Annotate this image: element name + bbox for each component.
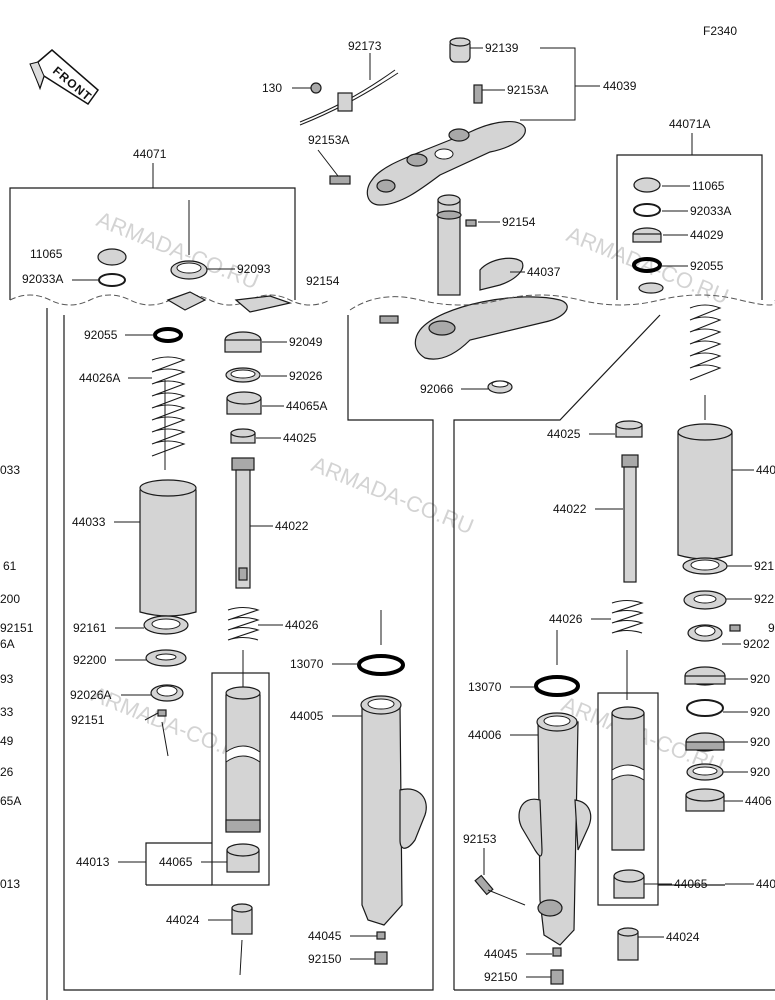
label-left-92033A: 92033A bbox=[22, 272, 63, 286]
label-44071A: 44071A bbox=[669, 117, 710, 131]
label-92173: 92173 bbox=[348, 39, 382, 53]
label-right-44024: 44024 bbox=[666, 930, 700, 944]
label-left-92161: 92161 bbox=[73, 621, 107, 635]
label-92153A-top: 92153A bbox=[507, 83, 548, 97]
top-labels: 92173 92139 130 92153A 44039 92153A 4407… bbox=[133, 39, 710, 396]
lower-bracket-assembly bbox=[379, 194, 568, 394]
edge-label-033: 033 bbox=[0, 463, 20, 477]
diagram-code: F2340 bbox=[703, 24, 737, 38]
edge-label-r-920b: 920 bbox=[750, 705, 770, 719]
label-right-44026: 44026 bbox=[549, 612, 583, 626]
label-44037: 44037 bbox=[527, 265, 561, 279]
label-left-92026: 92026 bbox=[289, 369, 323, 383]
label-right-44045: 44045 bbox=[484, 947, 518, 961]
label-right-92153: 92153 bbox=[463, 832, 497, 846]
edge-label-r-922: 922 bbox=[754, 592, 774, 606]
label-right-44006: 44006 bbox=[468, 728, 502, 742]
label-right-13070: 13070 bbox=[468, 680, 502, 694]
edge-label-r-920c: 920 bbox=[750, 735, 770, 749]
label-right-44029: 44029 bbox=[690, 228, 724, 242]
upper-bracket-assembly bbox=[292, 37, 526, 206]
edge-label-6A: 6A bbox=[0, 637, 15, 651]
edge-label-49: 49 bbox=[0, 734, 14, 748]
label-right-44025: 44025 bbox=[547, 427, 581, 441]
label-right-92150: 92150 bbox=[484, 970, 518, 984]
left-labels: 11065 92033A 92093 92055 92049 44026A 92… bbox=[22, 247, 377, 966]
label-44071: 44071 bbox=[133, 147, 167, 161]
label-left-13070: 13070 bbox=[290, 657, 324, 671]
label-left-44065A: 44065A bbox=[286, 399, 327, 413]
label-left-44065: 44065 bbox=[159, 855, 193, 869]
edge-label-r-920d: 920 bbox=[750, 765, 770, 779]
label-left-44026A: 44026A bbox=[79, 371, 120, 385]
right-labels: 11065 92033A 44029 92055 44025 44022 440… bbox=[463, 179, 731, 984]
label-left-44026: 44026 bbox=[285, 618, 319, 632]
edge-label-65A: 65A bbox=[0, 794, 21, 808]
label-130: 130 bbox=[262, 81, 282, 95]
edge-label-r-4406: 4406 bbox=[745, 794, 772, 808]
edge-label-r-921: 921 bbox=[754, 559, 774, 573]
label-left-92151: 92151 bbox=[71, 713, 105, 727]
front-arrow-icon: FRONT bbox=[29, 49, 100, 106]
edge-label-r-440b: 440 bbox=[756, 877, 775, 891]
label-left-92093: 92093 bbox=[237, 262, 271, 276]
left-edge-labels: 033 61 200 92151 6A 93 33 49 26 65A 013 bbox=[0, 463, 34, 891]
watermark-3: ARMADA-CO.RU bbox=[308, 451, 477, 539]
label-right-92033A: 92033A bbox=[690, 204, 731, 218]
edge-label-r-9202: 9202 bbox=[743, 637, 770, 651]
label-right-92055: 92055 bbox=[690, 259, 724, 273]
edge-label-26: 26 bbox=[0, 765, 14, 779]
label-left-44045: 44045 bbox=[308, 929, 342, 943]
label-left-92150: 92150 bbox=[308, 952, 342, 966]
label-right-44022: 44022 bbox=[553, 502, 587, 516]
label-92154-mid: 92154 bbox=[502, 215, 536, 229]
label-92154-left: 92154 bbox=[306, 274, 340, 288]
label-left-92049: 92049 bbox=[289, 335, 323, 349]
label-92066: 92066 bbox=[420, 382, 454, 396]
edge-label-r-440: 440 bbox=[756, 463, 775, 477]
label-left-44024: 44024 bbox=[166, 913, 200, 927]
left-spring-44026A bbox=[151, 356, 186, 470]
edge-label-33: 33 bbox=[0, 705, 14, 719]
label-right-11065: 11065 bbox=[692, 179, 725, 193]
label-left-92026A: 92026A bbox=[70, 688, 111, 702]
label-left-44022: 44022 bbox=[275, 519, 309, 533]
edge-label-93: 93 bbox=[0, 672, 14, 686]
right-fork-parts bbox=[474, 177, 741, 985]
right-edge-labels: 440 921 922 9 9202 920 920 920 920 4406 … bbox=[722, 463, 775, 891]
label-44039: 44039 bbox=[603, 79, 637, 93]
label-92153A-left: 92153A bbox=[308, 133, 349, 147]
edge-label-200: 200 bbox=[0, 592, 20, 606]
frames bbox=[9, 133, 775, 1000]
edge-label-013: 013 bbox=[0, 877, 20, 891]
label-92139: 92139 bbox=[485, 41, 519, 55]
label-left-92200: 92200 bbox=[73, 653, 107, 667]
label-left-44025: 44025 bbox=[283, 431, 317, 445]
label-left-92055: 92055 bbox=[84, 328, 118, 342]
left-fork-parts bbox=[97, 200, 427, 976]
label-left-44013: 44013 bbox=[76, 855, 110, 869]
edge-label-r-920a: 920 bbox=[750, 672, 770, 686]
label-left-44033: 44033 bbox=[72, 515, 106, 529]
label-left-11065: 11065 bbox=[30, 247, 63, 261]
edge-label-92151: 92151 bbox=[0, 621, 34, 635]
edge-label-61: 61 bbox=[3, 559, 17, 573]
label-left-44005: 44005 bbox=[290, 709, 324, 723]
edge-label-r-9: 9 bbox=[768, 621, 775, 635]
label-right-44065: 44065 bbox=[674, 877, 708, 891]
